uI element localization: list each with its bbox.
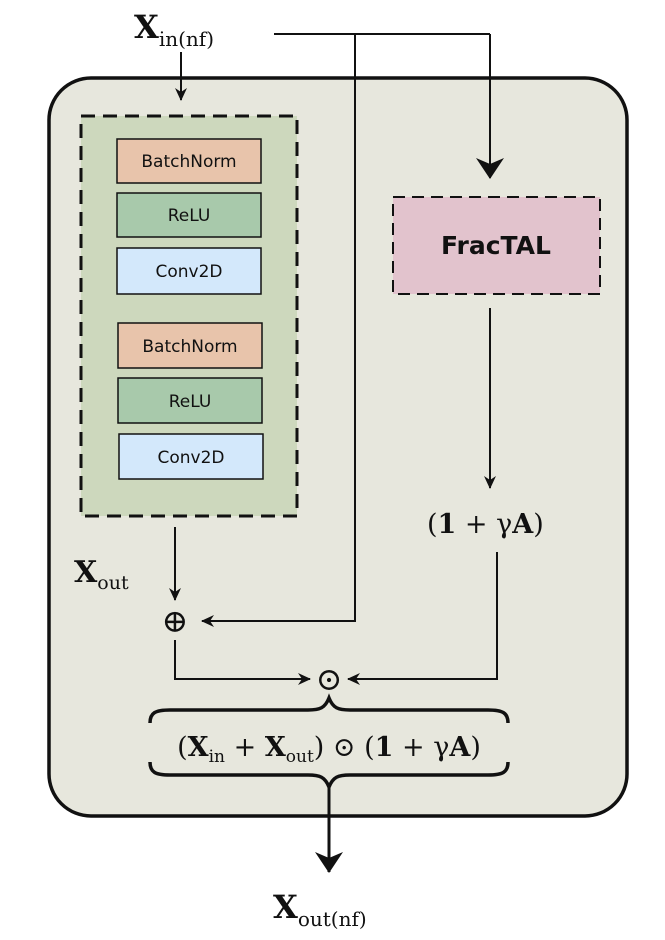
output-label: Xout(nf) (273, 888, 367, 931)
layer-relu-1 (116, 192, 262, 238)
layer-conv2d-1 (116, 247, 262, 295)
brace-expression: (Xin + Xout) ⊙ (1 + γA) (177, 732, 481, 767)
layer-relu-2-label: ReLU (169, 392, 212, 412)
layer-batchnorm-1 (116, 138, 262, 184)
x-out-label: Xout (74, 555, 129, 594)
layer-batchnorm-2-label: BatchNorm (142, 337, 237, 357)
layer-batchnorm-2 (117, 322, 263, 369)
add-operator: ⊕ (162, 602, 189, 640)
fractal-box (392, 196, 601, 295)
layer-relu-1-label: ReLU (168, 206, 211, 226)
gate-label: (1 + γA) (427, 509, 544, 540)
mul-operator: ⊙ (316, 660, 343, 698)
layer-relu-2 (117, 377, 263, 424)
fractal-label: FracTAL (441, 231, 551, 260)
layer-conv2d-2-label: Conv2D (157, 448, 224, 468)
brace (148, 693, 510, 724)
conv-layers: BatchNorm ReLU Conv2D BatchNorm ReLU Con… (116, 138, 264, 480)
arrow-gate-to-mul (347, 552, 498, 685)
input-label: Xin(nf) (134, 8, 214, 51)
layer-conv2d-2 (118, 433, 264, 480)
layer-conv2d-1-label: Conv2D (155, 262, 222, 282)
arrow-add-to-mul (174, 640, 311, 685)
layer-batchnorm-1-label: BatchNorm (141, 152, 236, 172)
skip-connection-line (201, 34, 356, 627)
